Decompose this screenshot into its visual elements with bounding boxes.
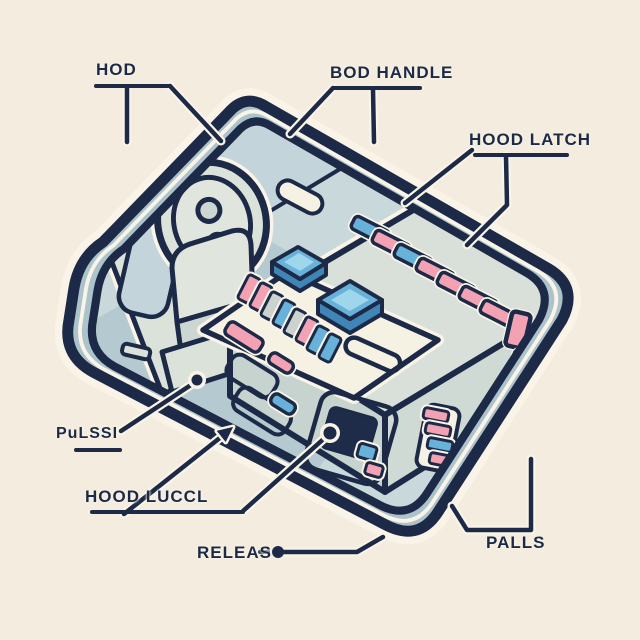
front-left-fuse-bars	[221, 318, 299, 418]
fuse	[223, 320, 265, 354]
leader-hood-diagonal	[167, 83, 224, 144]
label-palls: PALLS	[486, 533, 546, 552]
fuse	[363, 461, 385, 479]
door-handle	[120, 341, 153, 362]
label-releas: RELEAS	[197, 543, 272, 562]
label-bod-handle: BOD HANDLE	[330, 63, 454, 82]
body-inner-navy-line	[87, 117, 549, 515]
release-bullet	[272, 546, 284, 558]
fuse	[266, 351, 296, 375]
label-hood: HOD	[96, 60, 137, 79]
tray-top-fuse-row	[347, 213, 522, 331]
connector-small-parts	[353, 440, 387, 481]
plate-pill-slot	[343, 335, 403, 374]
leader-luccl-arrow-shaft	[121, 434, 224, 517]
leader-palls-bracket	[449, 456, 534, 533]
leader-hoodlatch-left	[402, 147, 475, 206]
label-hood-luccl: HOOD LUCCL	[85, 487, 209, 506]
big-relay-1	[270, 245, 328, 293]
leader-release	[281, 534, 386, 555]
leader-hoodlatch-down	[464, 153, 510, 248]
dash-vent	[275, 178, 325, 216]
plate-small-fuse-row	[234, 271, 345, 366]
body-inner-white-line	[78, 109, 559, 523]
leader-pulssi	[118, 378, 200, 434]
big-relay-2	[316, 279, 384, 335]
leader-luccl-to-connector	[240, 432, 331, 514]
label-hood-latch: HOOD LATCH	[469, 130, 592, 149]
leader-bodhandle-diagonal	[287, 85, 336, 137]
fuse	[355, 442, 379, 462]
label-pulssi: PuLSSI	[56, 425, 119, 442]
fuse	[268, 392, 298, 416]
leader-bodhandle-vertical	[370, 86, 377, 145]
leader-lines	[74, 81, 569, 558]
fuse	[317, 332, 343, 364]
